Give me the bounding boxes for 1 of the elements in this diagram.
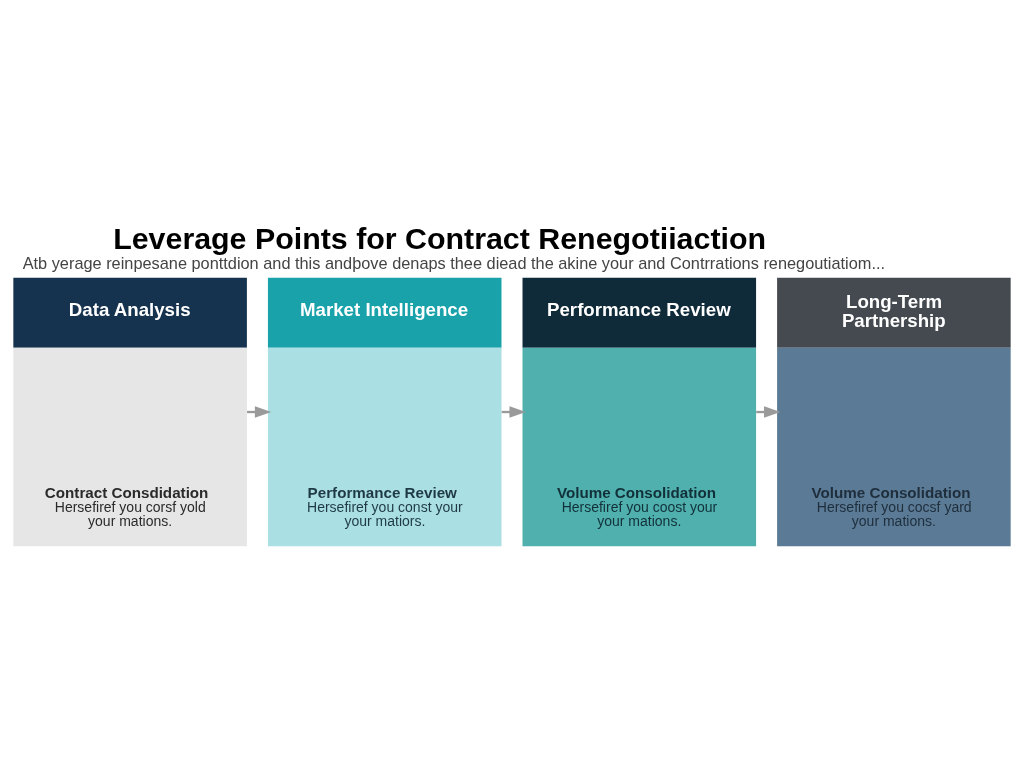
diagram-title: Leverage Points for Contract Renegotiiaction xyxy=(113,222,767,256)
